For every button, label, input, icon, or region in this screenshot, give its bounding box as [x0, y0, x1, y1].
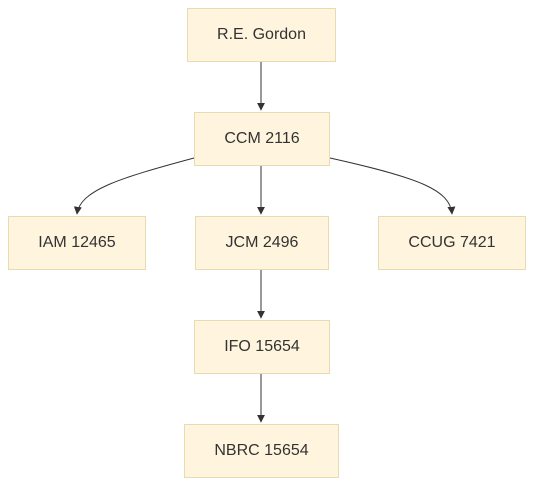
- node-re-gordon: R.E. Gordon: [187, 8, 336, 62]
- node-iam-12465: IAM 12465: [8, 216, 146, 270]
- node-jcm-2496: JCM 2496: [195, 216, 329, 270]
- node-nbrc-15654: NBRC 15654: [184, 424, 339, 478]
- node-ifo-15654: IFO 15654: [194, 320, 330, 374]
- node-ccm-2116: CCM 2116: [194, 112, 330, 166]
- edge-ccm-2116-to-iam-12465: [73, 157, 195, 215]
- edge-ccm-2116-to-ccug-7421: [329, 157, 456, 215]
- node-ccug-7421: CCUG 7421: [378, 216, 526, 270]
